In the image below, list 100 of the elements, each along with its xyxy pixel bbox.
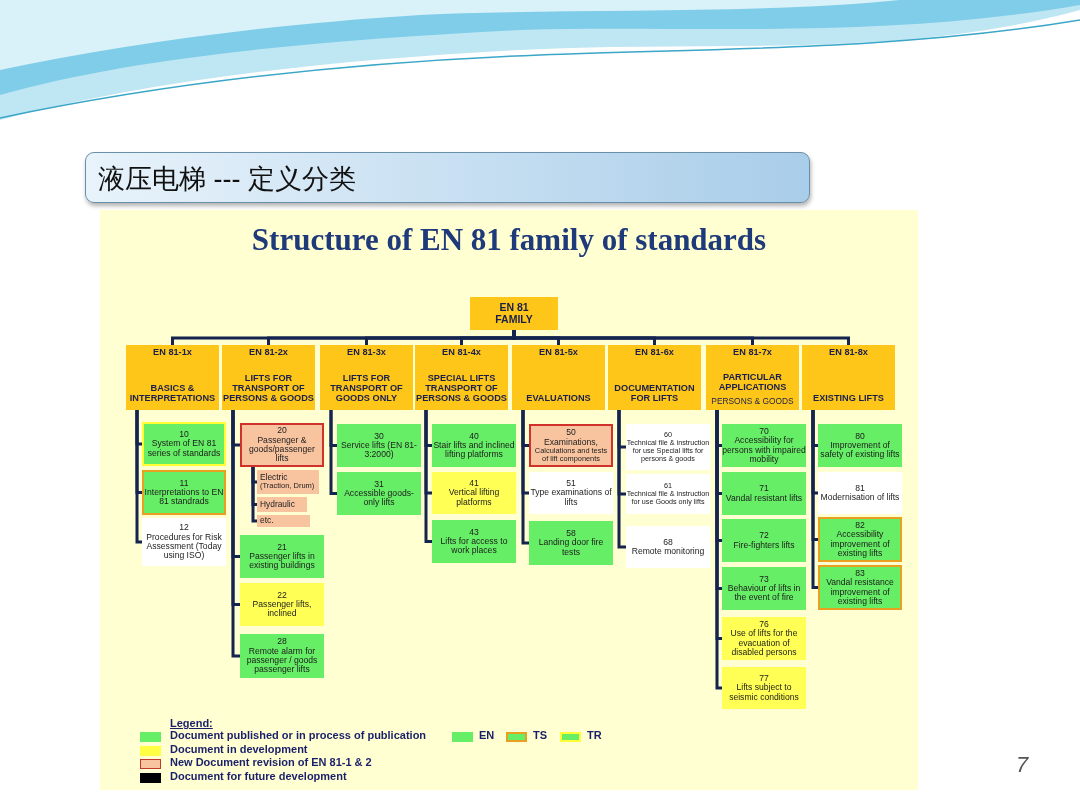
standard-number: 71 — [759, 484, 769, 494]
category-code: EN 81-7x — [733, 348, 772, 358]
heading-text: 液压电梯 --- 定义分类 — [98, 163, 356, 196]
standard-title: Type examinations of lifts — [529, 488, 613, 507]
standard-number: 41 — [469, 479, 479, 489]
standard-number: 12 — [179, 523, 189, 533]
standard-box — [818, 565, 902, 610]
standard-box — [240, 535, 324, 578]
type-box — [257, 515, 310, 527]
category-code: EN 81-8x — [829, 348, 868, 358]
category-box — [608, 345, 701, 410]
standard-number: 22 — [277, 590, 287, 600]
standard-box — [722, 617, 806, 660]
category-code: EN 81-2x — [249, 348, 288, 358]
category-code: EN 81-6x — [635, 348, 674, 358]
standard-title: Passenger lifts in existing buildings — [248, 551, 316, 571]
standard-box — [529, 472, 613, 514]
type-label: Electric — [260, 473, 288, 483]
chart-title: Structure of EN 81 family of standards — [250, 222, 768, 258]
standard-box — [722, 567, 806, 610]
category-code: EN 81-5x — [539, 348, 578, 358]
standard-title: Improvement of safety of existing lifts — [819, 440, 901, 460]
standard-box — [818, 424, 902, 467]
legend-heading: Legend: — [170, 717, 213, 729]
standard-number: 72 — [759, 531, 769, 541]
standard-title: Lifts for access to work places — [439, 536, 509, 556]
standard-title: Lifts subject to seismic conditions — [728, 683, 800, 702]
category-box — [802, 345, 895, 410]
category-title: LIFTS FOR TRANSPORT OF PERSONS & GOODS — [222, 374, 315, 404]
standard-title: System of EN 81 series of standards — [146, 439, 222, 458]
category-title: EVALUATIONS — [526, 394, 591, 404]
category-code: EN 81-3x — [347, 348, 386, 358]
category-title: LIFTS FOR TRANSPORT OF GOODS ONLY — [329, 374, 404, 404]
standard-box — [818, 472, 902, 514]
category-title: SPECIAL LIFTS TRANSPORT OF PERSONS & GOODS — [415, 374, 508, 404]
standard-number: 68 — [663, 537, 673, 547]
standard-box — [529, 424, 613, 467]
legend-label: New Document revision of EN 81-1 & 2 — [170, 756, 372, 768]
standard-title: Behaviour of lifts in the event of fire — [726, 583, 802, 603]
standard-title: Vandal resistant lifts — [725, 493, 803, 503]
standard-title: Stair lifts and inclined lifting platforms — [432, 440, 516, 460]
category-title: BASICS & INTERPRETATIONS — [128, 384, 217, 404]
standard-number: 73 — [759, 574, 769, 584]
type-box — [257, 470, 319, 494]
standard-box — [722, 667, 806, 709]
standard-number: 51 — [566, 479, 576, 489]
standard-number: 83 — [855, 568, 865, 578]
standard-title: Accessible goods-only lifts — [343, 488, 415, 508]
category-box — [706, 345, 799, 410]
standard-title: Interpretations to EN 81 standrads — [144, 487, 224, 507]
standard-title: Accessibility improvement of existing lifts — [829, 530, 891, 559]
standard-box — [240, 583, 324, 626]
standard-box — [529, 521, 613, 565]
standard-box — [626, 474, 710, 514]
standard-title: Fire-fighters lifts — [733, 540, 795, 550]
standard-box — [432, 472, 516, 514]
connector-line — [715, 410, 722, 690]
standard-number: 50 — [566, 428, 576, 438]
standard-box — [142, 470, 226, 515]
legend-label: Document published or in process of publication — [170, 729, 427, 741]
standard-title: Examinations, — [544, 437, 598, 447]
category-title: PERSONS & GOODS — [711, 396, 794, 406]
standard-box — [337, 472, 421, 515]
standard-title: Vertical lifting platforms — [447, 488, 501, 507]
standard-number: 82 — [855, 520, 865, 530]
legend-label: Document in development — [170, 743, 308, 755]
standard-number: 58 — [566, 529, 576, 539]
category-title: PARTICULAR APPLICATIONS — [717, 373, 788, 394]
connector-line — [231, 410, 240, 658]
standard-title: Landing door fire tests — [537, 538, 605, 557]
category-box — [126, 345, 219, 410]
standard-title: Accessibility for persons with impaired mobility — [722, 436, 806, 465]
standard-title: Passenger lifts, inclined — [251, 599, 313, 619]
legend-label: Document for future development — [170, 770, 347, 782]
standard-number: 70 — [759, 426, 769, 436]
standard-number: 31 — [374, 479, 384, 489]
standard-title: Use of lifts for the evacuation of disabled persons — [729, 629, 799, 658]
category-box — [512, 345, 605, 410]
standard-box — [818, 517, 902, 562]
standard-box — [722, 472, 806, 515]
standard-box — [432, 520, 516, 563]
category-code: EN 81-4x — [442, 348, 481, 358]
type-box — [257, 497, 307, 512]
legend-label: TR — [587, 729, 602, 741]
page-number: 7 — [1016, 752, 1029, 778]
standard-box — [142, 422, 226, 466]
standard-number: 80 — [855, 431, 865, 441]
standard-title: Remote alarm for passenger / goods passenger lifts — [245, 646, 319, 675]
category-title: EXISTING LIFTS — [813, 394, 884, 404]
connector-line — [617, 410, 626, 549]
standard-title: Procedures for Risk Assessment (Today using ISO) — [145, 532, 223, 561]
standard-box — [432, 424, 516, 467]
standard-number: 21 — [277, 542, 287, 552]
category-box — [320, 345, 413, 410]
standard-number: 76 — [759, 619, 769, 629]
type-label: etc. — [260, 516, 274, 526]
standard-box — [722, 519, 806, 562]
standard-box — [626, 424, 710, 470]
category-title: DOCUMENTATION FOR LIFTS — [613, 384, 696, 404]
standard-box — [240, 634, 324, 678]
